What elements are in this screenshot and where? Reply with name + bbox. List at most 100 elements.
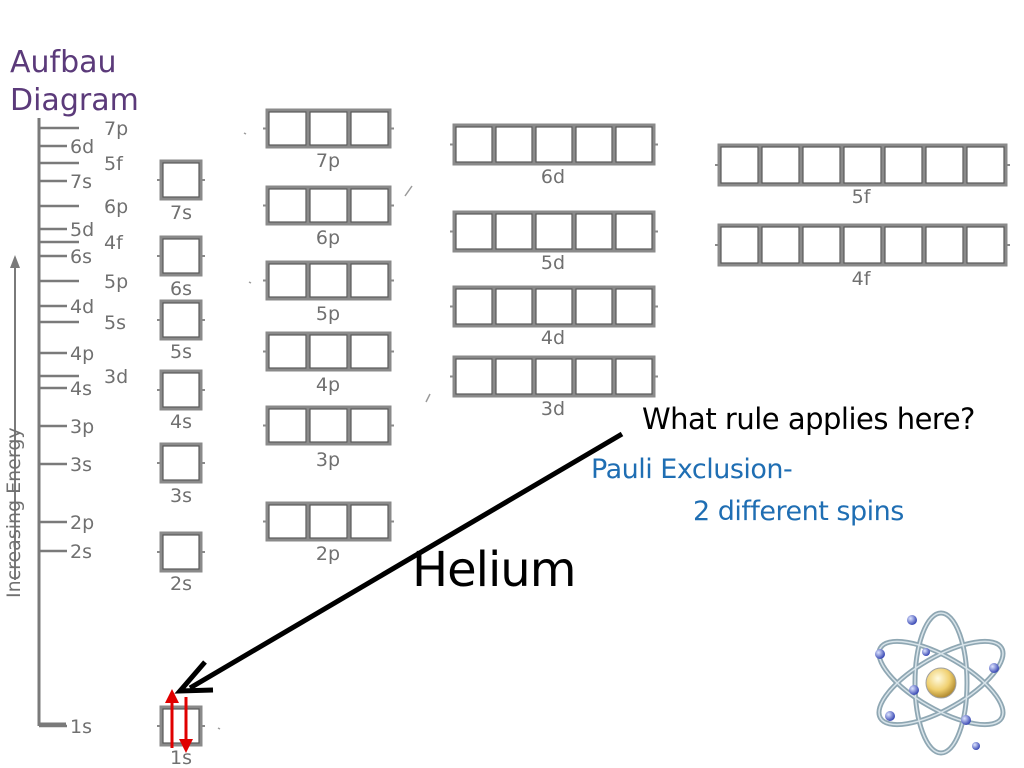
atom-icon	[875, 610, 1006, 756]
orbital-7p: 7p	[263, 108, 394, 172]
orbital-box	[612, 210, 656, 253]
orbital-4p: 4p	[263, 331, 394, 396]
energy-level-label: 5p	[104, 271, 128, 293]
orbital-6d: 6d	[450, 123, 658, 188]
orbital-label: 6s	[170, 278, 192, 300]
orbital-2s: 2s	[157, 531, 205, 595]
orbital-box	[881, 143, 926, 187]
orbital-box	[758, 223, 803, 267]
orbital-box	[840, 223, 885, 267]
orbital-box	[347, 185, 392, 226]
orbital-7s: 7s	[157, 159, 205, 224]
energy-level-4f: 4f	[39, 232, 124, 254]
orbital-box	[572, 355, 616, 398]
energy-level-2p: 2p	[39, 512, 94, 534]
orbital-box	[159, 235, 203, 277]
orbital-5f: 5f	[715, 143, 1010, 208]
energy-level-label: 6p	[104, 196, 128, 218]
orbital-box	[347, 331, 392, 372]
energy-level-label: 4d	[70, 296, 94, 318]
orbital-box	[265, 331, 310, 372]
orbital-box	[572, 210, 616, 253]
orbital-box	[799, 143, 844, 187]
orbital-box	[265, 260, 310, 301]
question-text: What rule applies here?	[642, 402, 975, 436]
energy-level-label: 6d	[70, 136, 94, 158]
orbital-box	[452, 355, 496, 398]
answer-detail: 2 different spins	[693, 496, 904, 527]
energy-level-4d: 4d	[39, 296, 94, 318]
orbital-3s: 3s	[157, 442, 205, 507]
orbital-label: 2p	[316, 543, 340, 565]
energy-level-6d: 6d	[39, 136, 94, 158]
energy-level-label: 2p	[70, 512, 94, 534]
orbital-box	[306, 331, 351, 372]
orbital-box	[799, 223, 844, 267]
orbital-box	[612, 123, 656, 166]
orbital-box	[612, 355, 656, 398]
orbital-box	[452, 210, 496, 253]
orbital-label: 4d	[541, 327, 565, 349]
element-name: Helium	[412, 542, 576, 598]
orbital-box	[452, 123, 496, 166]
orbital-box	[572, 285, 616, 328]
arrow-pointer-icon	[174, 431, 624, 694]
orbital-3p: 3p	[263, 405, 394, 471]
energy-level-5f: 5f	[39, 153, 124, 175]
energy-level-4p: 4p	[39, 343, 94, 365]
orbital-box	[717, 143, 762, 187]
orbital-label: 6d	[541, 166, 565, 188]
orbital-box	[963, 223, 1008, 267]
orbital-box	[532, 285, 576, 328]
orbital-1s: 1s	[157, 705, 205, 768]
arrow-up-icon	[10, 255, 20, 268]
orbital-6s: 6s	[157, 235, 205, 300]
orbital-label: 1s	[170, 747, 192, 768]
slide-title: Aufbau Diagram	[10, 45, 139, 118]
orbital-3d: 3d	[450, 355, 658, 420]
orbital-box	[347, 108, 392, 149]
orbital-box	[265, 501, 310, 542]
orbital-box	[492, 123, 536, 166]
energy-level-6s: 6s	[39, 246, 92, 268]
orbital-box	[306, 501, 351, 542]
orbital-box	[612, 285, 656, 328]
arrow-up-icon	[165, 689, 179, 748]
energy-level-5d: 5d	[39, 219, 94, 241]
orbital-box	[159, 369, 203, 411]
orbital-5s: 5s	[157, 299, 205, 363]
orbital-box	[881, 223, 926, 267]
arrow-down-icon	[179, 697, 193, 753]
orbital-box	[265, 108, 310, 149]
orbital-box	[159, 159, 203, 201]
energy-level-7p: 7p	[39, 118, 128, 140]
orbital-box	[532, 355, 576, 398]
energy-level-7s: 7s	[39, 171, 92, 193]
orbital-label: 5s	[170, 341, 192, 363]
answer-rule: Pauli Exclusion-	[591, 454, 793, 485]
orbital-5p: 5p	[263, 260, 394, 325]
orbital-box	[347, 405, 392, 446]
orbital-box	[347, 501, 392, 542]
energy-level-6p: 6p	[39, 196, 128, 218]
orbital-box	[922, 223, 967, 267]
orbital-box	[159, 705, 203, 747]
orbital-box	[532, 123, 576, 166]
energy-level-label: 3p	[70, 416, 94, 438]
orbital-box	[758, 143, 803, 187]
energy-level-label: 6s	[70, 246, 92, 268]
orbital-label: 4f	[852, 268, 872, 290]
orbital-6p: 6p	[263, 185, 394, 249]
orbital-box	[963, 143, 1008, 187]
orbital-box	[492, 210, 536, 253]
orbital-box	[159, 299, 203, 341]
orbital-box	[452, 285, 496, 328]
orbital-box	[306, 108, 351, 149]
orbital-label: 7p	[316, 150, 340, 172]
orbital-box	[265, 405, 310, 446]
energy-level-label: 3s	[70, 454, 92, 476]
orbital-label: 6p	[316, 227, 340, 249]
orbital-box	[532, 210, 576, 253]
energy-level-label: 4f	[104, 232, 124, 254]
